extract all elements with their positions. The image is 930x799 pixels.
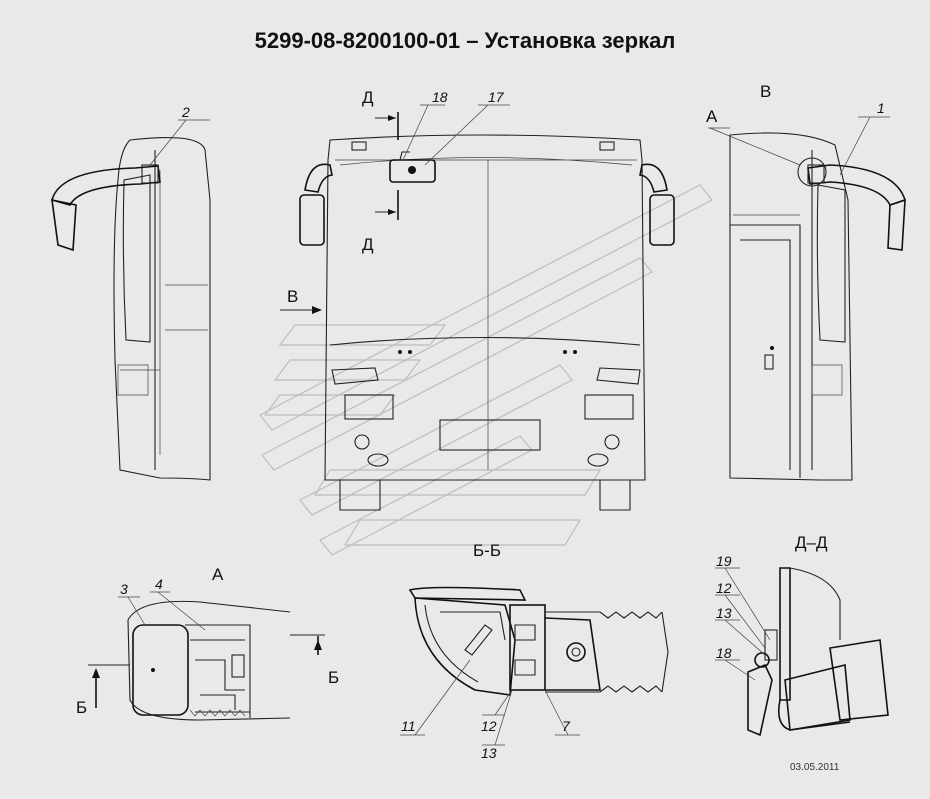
callout-11: 11 bbox=[401, 718, 416, 734]
drawing-date: 03.05.2011 bbox=[790, 762, 840, 773]
callout-7: 7 bbox=[562, 718, 571, 734]
callout-12-bb: 12 bbox=[481, 718, 497, 734]
section-bb bbox=[400, 586, 669, 746]
callout-4: 4 bbox=[155, 576, 163, 592]
callout-19: 19 bbox=[716, 553, 732, 569]
view-label-v-arrow: В bbox=[287, 287, 298, 306]
left-side-view bbox=[51, 119, 211, 481]
callout-numbers: 1 2 3 4 7 11 12 13 17 18 19 12 13 18 bbox=[120, 89, 885, 761]
callout-18-dd: 18 bbox=[716, 645, 732, 661]
section-dd-title: Д–Д bbox=[795, 533, 828, 552]
view-labels: Д Д В В А А Б Б Б-Б Д–Д bbox=[76, 82, 828, 717]
right-side-view bbox=[708, 116, 906, 481]
callout-13-bb: 13 bbox=[481, 745, 497, 761]
callout-2: 2 bbox=[181, 104, 190, 120]
front-view bbox=[280, 104, 675, 511]
detail-a bbox=[88, 591, 325, 721]
view-label-d-bottom: Д bbox=[362, 235, 374, 254]
section-dd bbox=[715, 567, 889, 737]
callout-18-front: 18 bbox=[432, 89, 448, 105]
callout-1: 1 bbox=[877, 100, 885, 116]
callout-17: 17 bbox=[488, 89, 505, 105]
detail-a-title: А bbox=[212, 565, 224, 584]
view-label-d-top: Д bbox=[362, 88, 374, 107]
callout-3: 3 bbox=[120, 581, 128, 597]
view-label-a-ref: А bbox=[706, 107, 718, 126]
section-mark-b-left: Б bbox=[76, 698, 87, 717]
callout-12-dd: 12 bbox=[716, 580, 732, 596]
section-bb-title: Б-Б bbox=[473, 541, 501, 560]
view-label-v: В bbox=[760, 82, 771, 101]
page-title: 5299-08-8200100-01 – Установка зеркал bbox=[254, 28, 676, 53]
section-mark-b-right: Б bbox=[328, 668, 339, 687]
watermark-logo bbox=[259, 184, 713, 556]
callout-13-dd: 13 bbox=[716, 605, 732, 621]
